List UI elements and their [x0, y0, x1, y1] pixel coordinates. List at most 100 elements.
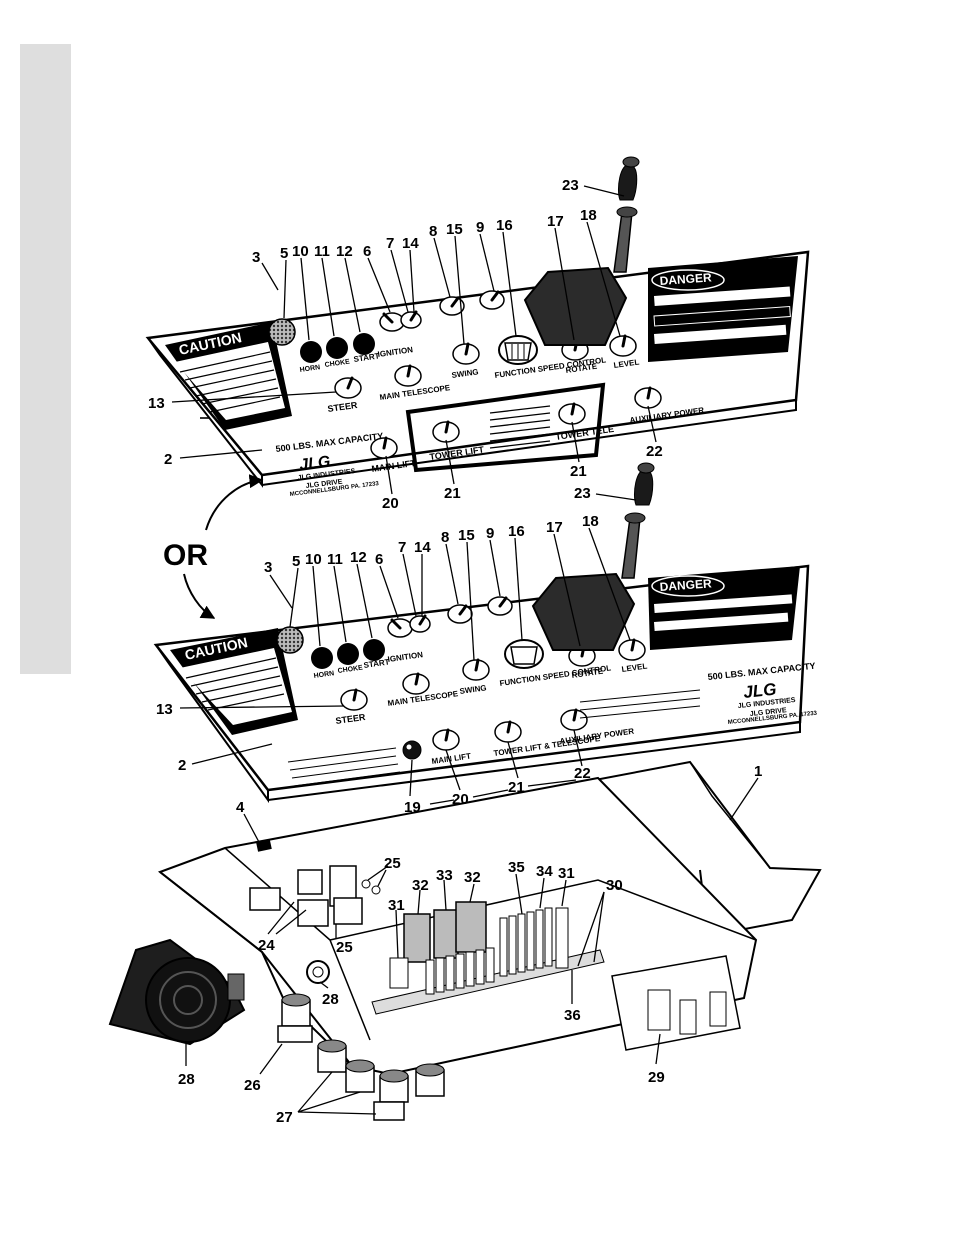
svg-text:HORN: HORN: [313, 670, 334, 680]
svg-text:SWING: SWING: [459, 683, 487, 696]
callout-label: 18: [580, 207, 597, 224]
callout-label: 5: [280, 245, 288, 262]
callout-labels-lower: 3 5 10 11 12 6 7 14 8 15 9 16 17 18 23 1…: [156, 485, 599, 816]
callout-label: 7: [386, 235, 394, 252]
callout-label: 16: [508, 523, 525, 540]
or-arrow-down: [183, 573, 216, 619]
svg-text:JLG DRIVE: JLG DRIVE: [305, 478, 343, 489]
callout-label: 23: [574, 485, 591, 502]
callout-label: 26: [244, 1077, 261, 1094]
svg-text:JLG DRIVE: JLG DRIVE: [749, 707, 787, 718]
callout-label: 25: [336, 939, 353, 956]
callout-label: 10: [305, 551, 322, 568]
svg-text:STEER: STEER: [335, 712, 367, 726]
control-box: [108, 760, 822, 1121]
callout-label: 1: [754, 763, 762, 780]
page-tab-strip: [20, 44, 71, 674]
upper-danger-plate: DANGER: [648, 256, 798, 362]
callout-label: 22: [646, 443, 663, 460]
svg-text:START: START: [363, 657, 390, 670]
callout-labels-box: 1 4 25 25 24 32 33 32 35 34 31 31 30 36 …: [178, 763, 762, 1126]
callout-label: 7: [398, 539, 406, 556]
svg-text:HORN: HORN: [299, 364, 320, 374]
upper-joystick-base: [523, 266, 628, 346]
callout-label: 12: [336, 243, 353, 260]
callout-label: 31: [388, 897, 405, 914]
svg-text:LEVEL: LEVEL: [613, 357, 640, 370]
callout-label: 14: [402, 235, 419, 252]
or-arrow-up: [205, 474, 264, 531]
callout-label: 3: [264, 559, 272, 576]
callout-label: 22: [574, 765, 591, 782]
callout-label: 15: [458, 527, 475, 544]
callout-label: 20: [452, 791, 469, 808]
callout-label: 6: [375, 551, 383, 568]
callout-label: 11: [314, 243, 330, 260]
callout-label: 20: [382, 495, 399, 512]
callout-label: 13: [148, 395, 165, 412]
callout-label: 13: [156, 701, 173, 718]
svg-text:DANGER: DANGER: [659, 270, 712, 288]
svg-text:CHOKE: CHOKE: [324, 358, 350, 368]
svg-text:START: START: [353, 351, 380, 364]
lower-danger-plate: DANGER: [648, 566, 800, 650]
svg-text:STEER: STEER: [327, 400, 359, 414]
callout-label: 9: [486, 525, 494, 542]
callout-label: 21: [444, 485, 461, 502]
callout-label: 19: [404, 799, 421, 816]
callout-label: 24: [258, 937, 275, 954]
svg-text:CHOKE: CHOKE: [337, 664, 363, 674]
callout-label: 34: [536, 863, 553, 880]
callout-label: 29: [648, 1069, 665, 1086]
callout-label: 15: [446, 221, 463, 238]
callout-label: 4: [236, 799, 245, 816]
callout-label: 35: [508, 859, 525, 876]
lower-joystick-knob: [633, 469, 654, 506]
callout-label: 28: [322, 991, 339, 1008]
upper-control-panel: CAUTION HORN CHOKE START IGNITION: [145, 156, 810, 498]
callout-label: 10: [292, 243, 309, 260]
svg-text:ROTATE: ROTATE: [565, 362, 598, 375]
or-label: OR: [163, 539, 208, 572]
callout-label: 8: [441, 529, 449, 546]
callout-label: 16: [496, 217, 513, 234]
callout-label: 14: [414, 539, 431, 556]
callout-label: 21: [508, 779, 525, 796]
callout-label: 32: [464, 869, 481, 886]
callout-label: 3: [252, 249, 260, 266]
callout-label: 36: [564, 1007, 581, 1024]
callout-label: 6: [363, 243, 371, 260]
svg-text:LEVEL: LEVEL: [621, 661, 648, 674]
callout-label: 27: [276, 1109, 293, 1126]
callout-label: 17: [547, 213, 564, 230]
callout-label: 32: [412, 877, 429, 894]
svg-text:MAIN LIFT: MAIN LIFT: [371, 458, 417, 474]
callout-label: 2: [164, 451, 172, 468]
svg-text:JLG: JLG: [298, 453, 331, 474]
callout-label: 25: [384, 855, 401, 872]
lower-joystick-base: [531, 572, 636, 651]
callout-label: 8: [429, 223, 437, 240]
callout-label: 33: [436, 867, 453, 884]
callout-label: 30: [606, 877, 623, 894]
callout-label: 17: [546, 519, 563, 536]
svg-text:SWING: SWING: [451, 367, 479, 380]
callout-label: 2: [178, 757, 186, 774]
callout-label: 18: [582, 513, 599, 530]
upper-joystick-knob: [617, 164, 638, 201]
lower-caution-plate: CAUTION: [170, 628, 298, 735]
svg-text:ROTATE: ROTATE: [571, 667, 604, 680]
lower-control-panel: CAUTION HORN CHOKE START IGNITION: [153, 462, 818, 804]
svg-text:DANGER: DANGER: [659, 576, 712, 594]
large-control-knob: [108, 938, 246, 1046]
callout-label: 5: [292, 553, 300, 570]
callout-label: 9: [476, 219, 484, 236]
callout-label: 28: [178, 1071, 195, 1088]
callout-label: 31: [558, 865, 575, 882]
callout-labels-upper: 3 5 10 11 12 6 7 14 8 15 9 16 17 18 23 1…: [148, 177, 663, 512]
svg-text:JLG: JLG: [742, 680, 777, 702]
callout-label: 11: [327, 551, 343, 568]
callout-label: 12: [350, 549, 367, 566]
callout-label: 21: [570, 463, 587, 480]
